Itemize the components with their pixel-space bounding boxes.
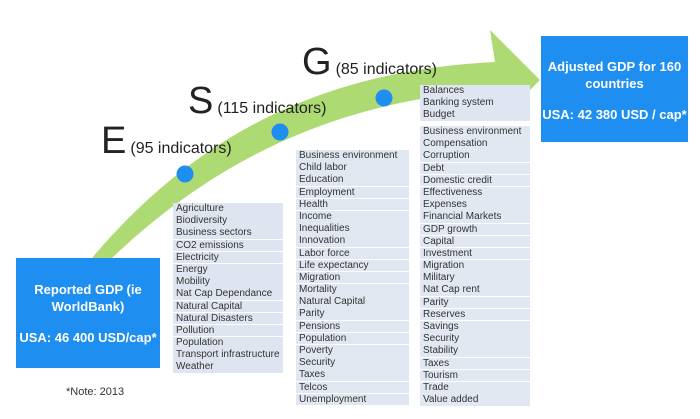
- indicator-item: Taxes: [420, 357, 530, 370]
- indicator-item: Reserves: [420, 308, 530, 321]
- indicator-item: Population: [173, 337, 283, 349]
- pillar-social: S(115 indicators): [188, 82, 326, 120]
- reported-gdp-value: USA: 46 400 USD/cap*: [19, 329, 157, 345]
- indicator-item: Education: [296, 174, 409, 186]
- indicator-item: Effectiveness: [420, 186, 530, 199]
- indicator-item: Security: [420, 333, 530, 345]
- indicator-item: Employment: [296, 186, 409, 199]
- indicator-item: Telcos: [296, 381, 409, 394]
- indicator-item: Value added: [420, 394, 530, 406]
- indicator-item: Trade: [420, 381, 530, 394]
- indicator-item: Poverty: [296, 345, 409, 357]
- indicator-item: Debt: [420, 162, 530, 175]
- indicator-item: Budget: [420, 109, 530, 121]
- g-dot: [375, 89, 393, 107]
- adjusted-gdp-title: Adjusted GDP for 160 countries: [547, 58, 682, 91]
- indicator-item: Natural Capital: [173, 300, 283, 313]
- indicator-item: Nat Cap Dependance: [173, 288, 283, 300]
- indicator-item: Inequalities: [296, 223, 409, 235]
- indicator-item: Biodiversity: [173, 215, 283, 227]
- pillar-s-count: (115 indicators): [217, 100, 327, 117]
- adjusted-gdp-box: Adjusted GDP for 160 countries USA: 42 3…: [541, 36, 688, 142]
- indicator-item: Parity: [420, 296, 530, 309]
- pillar-g-letter: G: [302, 41, 332, 83]
- indicator-item: Business environment: [420, 126, 530, 138]
- s-dot: [271, 123, 289, 141]
- indicator-item: Tourism: [420, 369, 530, 382]
- indicator-item: Security: [296, 357, 409, 369]
- indicator-item: Business environment: [296, 150, 409, 162]
- indicator-item: Transport infrastructure: [173, 349, 283, 361]
- indicator-item: Compensation: [420, 138, 530, 150]
- indicator-item: Life expectancy: [296, 259, 409, 272]
- e-dot: [176, 165, 194, 183]
- adjusted-gdp-value: USA: 42 380 USD / cap*: [542, 106, 687, 122]
- indicator-item: GDP growth: [420, 223, 530, 236]
- pillar-e-count: (95 indicators): [130, 140, 232, 157]
- reported-gdp-title: Reported GDP (ie WorldBank): [34, 281, 142, 314]
- indicator-item: CO2 emissions: [173, 239, 283, 252]
- indicator-item: Taxes: [296, 369, 409, 381]
- indicator-item: Military: [420, 272, 530, 284]
- indicator-item: Agriculture: [173, 203, 283, 215]
- indicator-item: Energy: [173, 263, 283, 276]
- indicator-item: Stability: [420, 345, 530, 357]
- indicator-item: Expenses: [420, 199, 530, 211]
- indicator-item: Savings: [420, 321, 530, 333]
- indicator-item: Balances: [420, 85, 530, 97]
- pillar-governance: G(85 indicators): [302, 43, 437, 81]
- indicator-item: Pollution: [173, 324, 283, 337]
- indicator-item: Domestic credit: [420, 174, 530, 187]
- indicator-item: Migration: [420, 260, 530, 272]
- indicator-item: Business sectors: [173, 227, 283, 239]
- indicator-item: Income: [296, 210, 409, 223]
- indicator-item: Nat Cap rent: [420, 284, 530, 297]
- indicator-item: Migration: [296, 271, 409, 284]
- indicator-item: Electricity: [173, 251, 283, 264]
- indicator-item: Pensions: [296, 320, 409, 333]
- pillar-environmental: E(95 indicators): [101, 122, 232, 160]
- reported-gdp-box: Reported GDP (ie WorldBank) USA: 46 400 …: [16, 258, 160, 368]
- indicator-item: Mortality: [296, 284, 409, 296]
- indicator-item: Child labor: [296, 162, 409, 174]
- pillar-s-letter: S: [188, 80, 214, 122]
- indicator-item: Weather: [173, 361, 283, 374]
- indicator-item: Parity: [296, 308, 409, 321]
- indicator-item: Natural Capital: [296, 296, 409, 308]
- pillar-e-letter: E: [101, 120, 127, 162]
- indicator-item: Capital: [420, 235, 530, 248]
- footnote: *Note: 2013: [66, 386, 125, 398]
- indicator-item: Mobility: [173, 276, 283, 288]
- indicator-item: Unemployment: [296, 393, 409, 406]
- indicator-item: Corruption: [420, 150, 530, 162]
- indicator-item: Investment: [420, 247, 530, 260]
- pillar-g-count: (85 indicators): [335, 61, 437, 78]
- indicator-item: Health: [296, 198, 409, 211]
- indicator-item: Innovation: [296, 235, 409, 247]
- indicator-item: Natural Disasters: [173, 312, 283, 325]
- indicator-item: Population: [296, 332, 409, 345]
- indicator-item: Financial Markets: [420, 211, 530, 223]
- indicator-item: Labor force: [296, 247, 409, 260]
- indicator-item: Banking system: [420, 97, 530, 109]
